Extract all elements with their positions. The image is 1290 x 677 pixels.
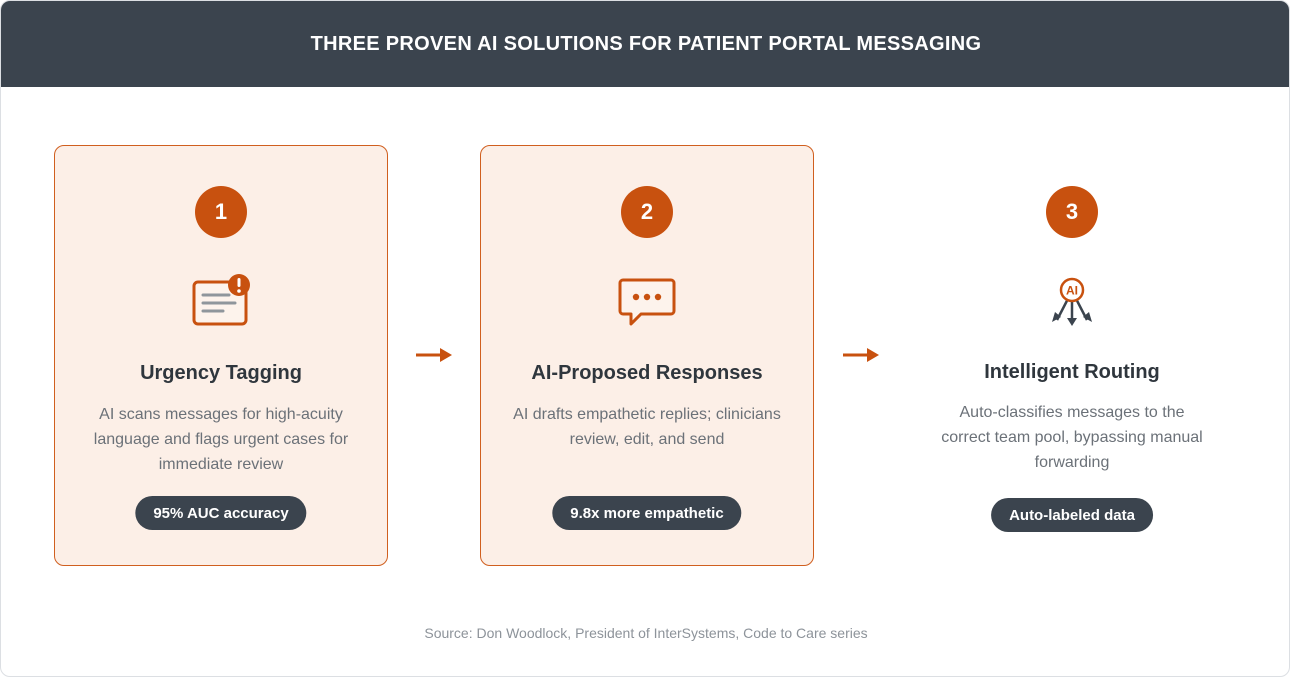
step-card-ai-proposed-responses: 2 AI-Proposed Responses AI drafts empath…: [480, 145, 814, 566]
step-number-badge: 1: [195, 186, 247, 238]
source-citation: Source: Don Woodlock, President of Inter…: [424, 625, 868, 641]
step-metric-badge: Auto-labeled data: [991, 498, 1153, 532]
header-bar: THREE PROVEN AI SOLUTIONS FOR PATIENT PO…: [1, 1, 1289, 87]
arrow-right-icon: [843, 348, 879, 362]
step-metric-badge: 9.8x more empathetic: [552, 496, 742, 530]
step-description: AI scans messages for high-acuity langua…: [93, 406, 349, 473]
step-card-urgency-tagging: 1 Urgency Tagging AI scans messages for …: [54, 145, 388, 566]
diagram-title: THREE PROVEN AI SOLUTIONS FOR PATIENT PO…: [310, 32, 982, 55]
step-number-badge: 3: [1046, 186, 1098, 238]
step-description: AI drafts empathetic replies; clinicians…: [513, 406, 781, 448]
step-card-intelligent-routing: 3 AI Intelligent Routing Auto-classifies…: [905, 145, 1239, 566]
step-title: Intelligent Routing: [984, 361, 1160, 383]
step-metric-badge: 95% AUC accuracy: [135, 496, 307, 530]
step-number-badge: 2: [621, 186, 673, 238]
step-description: Auto-classifies messages to the correct …: [941, 404, 1203, 471]
urgent-message-icon: [191, 274, 251, 330]
arrow-right-icon: [416, 348, 452, 362]
step-title: Urgency Tagging: [140, 362, 302, 384]
ai-routing-icon: AI: [1042, 274, 1102, 330]
chat-bubble-icon: [617, 274, 677, 330]
ai-icon-label: AI: [1066, 284, 1078, 298]
step-title: AI-Proposed Responses: [531, 362, 763, 384]
